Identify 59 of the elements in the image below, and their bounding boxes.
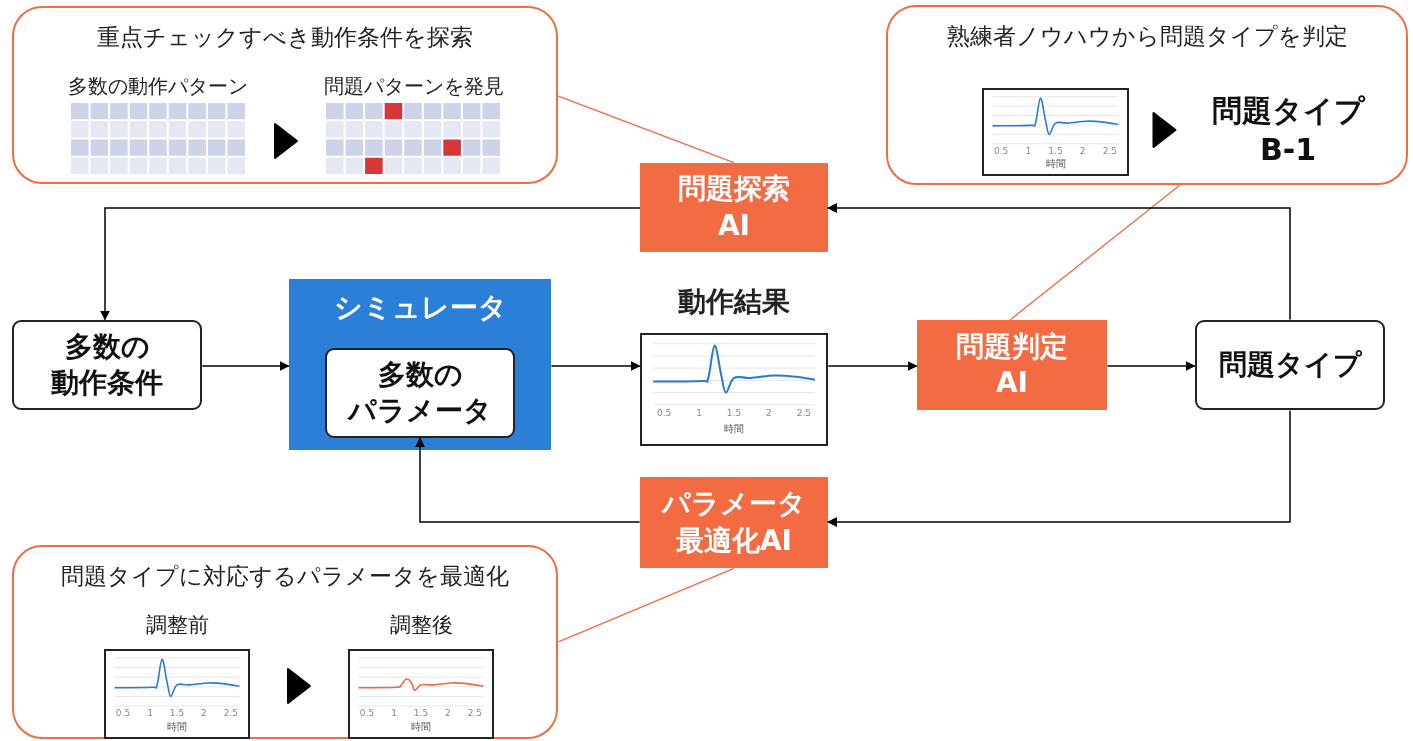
chevron-arrow: [1152, 112, 1177, 148]
leader-line: [557, 567, 735, 643]
process-box: 多数のパラメータ: [325, 348, 515, 438]
callout-box: [12, 6, 558, 184]
axis-title: 時間: [723, 424, 745, 435]
result-label: 問題タイプB-1: [1200, 90, 1376, 170]
callout-title: 熟練者ノウハウから問題タイプを判定: [945, 23, 1349, 51]
axis-tick-label: 2.5: [222, 709, 240, 719]
callout-box: [886, 5, 1408, 185]
axis-tick-label: 2: [200, 709, 208, 719]
chart-title: 動作結果: [677, 285, 791, 319]
arrow: [827, 203, 1291, 321]
arrow: [201, 361, 290, 371]
axis-title: 時間: [1044, 158, 1067, 169]
axis-tick-label: 0.5: [655, 409, 673, 419]
leader-line: [1009, 184, 1181, 321]
axis-tick-label: 0.5: [358, 709, 376, 719]
process-box: 多数の動作条件: [12, 320, 202, 410]
axis-tick-label: 1.5: [1047, 147, 1064, 157]
axis-tick-label: 1.5: [412, 709, 430, 719]
axis-tick-label: 2.5: [795, 409, 813, 419]
axis-title: 時間: [166, 721, 188, 732]
axis-tick-label: 1: [390, 709, 398, 719]
axis-tick-label: 2.5: [1101, 147, 1118, 157]
axis-tick-label: 1.5: [725, 409, 743, 419]
arrow: [827, 361, 918, 371]
arrow: [415, 437, 641, 523]
chart-title: 調整後: [388, 613, 454, 639]
chevron-arrow: [287, 668, 311, 704]
grid-title: 多数の動作パターン: [67, 74, 249, 98]
axis-tick-label: 1: [146, 709, 154, 719]
callout-box: [12, 545, 558, 739]
ai-box: パラメータ最適化AI: [640, 477, 828, 568]
ai-box: 問題探索AI: [640, 163, 828, 252]
arrow: [100, 207, 641, 321]
axis-tick-label: 2: [444, 709, 452, 719]
callout-title: 重点チェックすべき動作条件を探索: [96, 24, 474, 52]
arrow: [550, 361, 641, 371]
chevron-arrow: [274, 123, 298, 159]
axis-tick-label: 0.5: [114, 709, 132, 719]
axis-tick-label: 1: [695, 409, 703, 419]
callout-title: 問題タイプに対応するパラメータを最適化: [60, 563, 510, 591]
axis-tick-label: 2: [765, 409, 773, 419]
grid-title: 問題パターンを発見: [323, 74, 505, 98]
axis-tick-label: 2.5: [466, 709, 484, 719]
axis-tick-label: 2: [1078, 147, 1087, 157]
arrow: [827, 409, 1291, 527]
process-box: 問題タイプ: [1195, 320, 1385, 410]
simulator-box: [289, 279, 551, 450]
axis-tick-label: 1.5: [168, 709, 186, 719]
axis-title: 時間: [410, 721, 432, 732]
box-title: シミュレータ: [332, 291, 508, 325]
axis-tick-label: 1: [1024, 147, 1033, 157]
ai-box: 問題判定AI: [917, 320, 1107, 410]
arrow: [1106, 361, 1196, 371]
chart-title: 調整前: [144, 613, 210, 639]
leader-line: [557, 95, 735, 164]
line-chart: [982, 88, 1129, 176]
axis-tick-label: 0.5: [993, 147, 1010, 157]
